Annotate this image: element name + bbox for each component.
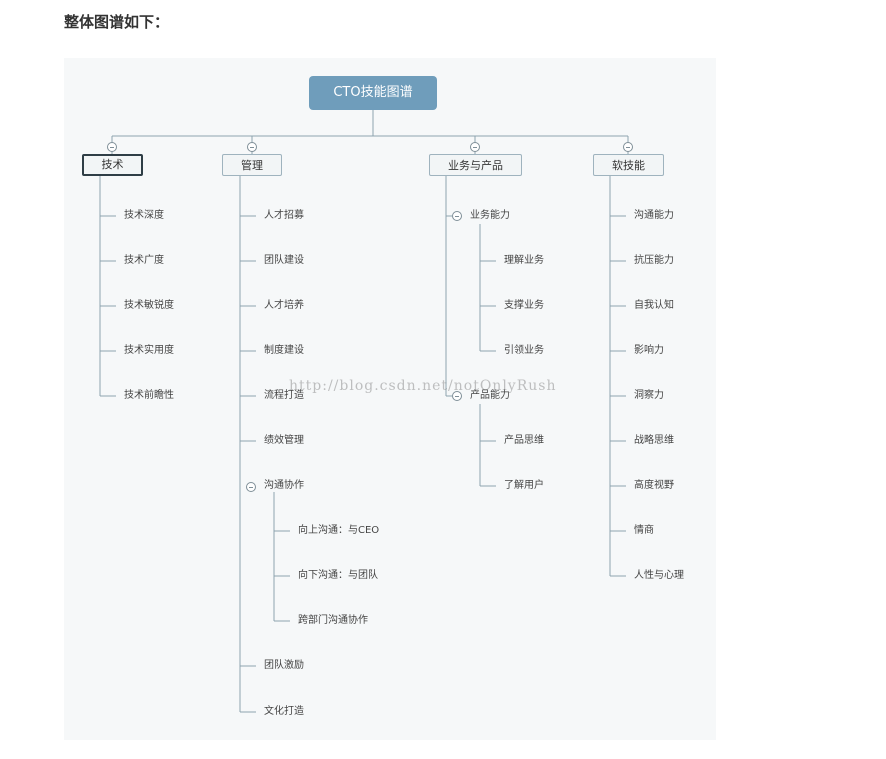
leaf-node: 文化打造 (264, 706, 304, 717)
leaf-node: 人才培养 (264, 300, 304, 311)
leaf-node: 技术前瞻性 (124, 390, 174, 401)
leaf-node: 情商 (634, 525, 654, 536)
watermark-text: http://blog.csdn.net/notOnlyRush (289, 378, 557, 394)
connector-lines (99, 110, 629, 713)
leaf-node: 沟通能力 (634, 210, 674, 221)
sub-branch-node: 沟通协作 (264, 480, 304, 491)
mindmap-root-node: CTO技能图谱 (309, 76, 437, 110)
collapse-icon (452, 391, 462, 401)
leaf-node: 绩效管理 (264, 435, 304, 446)
leaf-node: 支撑业务 (504, 300, 544, 311)
sub-branch-node: 产品能力 (470, 390, 510, 401)
leaf-node: 技术深度 (124, 210, 164, 221)
leaf-node: 技术广度 (124, 255, 164, 266)
leaf-node: 向下沟通：与团队 (298, 570, 378, 581)
collapse-icon (247, 142, 257, 152)
collapse-icon (470, 142, 480, 152)
leaf-node: 向上沟通：与CEO (298, 525, 380, 536)
sub-branch-node: 业务能力 (470, 210, 510, 221)
branch-node-tech: 技术 (82, 154, 143, 176)
branch-node-business-product: 业务与产品 (429, 154, 522, 176)
mindmap-image: CTO技能图谱 技术 管理 业务与产品 软技能 技术深度 技术广度 技术敏锐度 … (64, 58, 716, 740)
leaf-node: 团队建设 (264, 255, 304, 266)
leaf-node: 高度视野 (634, 480, 674, 491)
section-heading: 整体图谱如下： (64, 13, 170, 31)
leaf-node: 跨部门沟通协作 (298, 615, 368, 626)
leaf-node: 影响力 (634, 345, 664, 356)
collapse-icon (246, 482, 256, 492)
branch-node-management: 管理 (222, 154, 282, 176)
collapse-icon (452, 211, 462, 221)
leaf-node: 引领业务 (504, 345, 544, 356)
leaf-node: 自我认知 (634, 300, 674, 311)
leaf-node: 流程打造 (264, 390, 304, 401)
leaf-node: 人性与心理 (634, 570, 684, 581)
leaf-node: 了解用户 (504, 480, 544, 491)
leaf-node: 技术实用度 (124, 345, 174, 356)
leaf-node: 技术敏锐度 (124, 300, 174, 311)
leaf-node: 洞察力 (634, 390, 664, 401)
branch-node-soft-skills: 软技能 (593, 154, 664, 176)
collapse-icon (623, 142, 633, 152)
leaf-node: 制度建设 (264, 345, 304, 356)
leaf-node: 战略思维 (634, 435, 674, 446)
leaf-node: 抗压能力 (634, 255, 674, 266)
leaf-node: 人才招募 (264, 210, 304, 221)
collapse-icon (107, 142, 117, 152)
leaf-node: 产品思维 (504, 435, 544, 446)
leaf-node: 理解业务 (504, 255, 544, 266)
leaf-node: 团队激励 (264, 660, 304, 671)
